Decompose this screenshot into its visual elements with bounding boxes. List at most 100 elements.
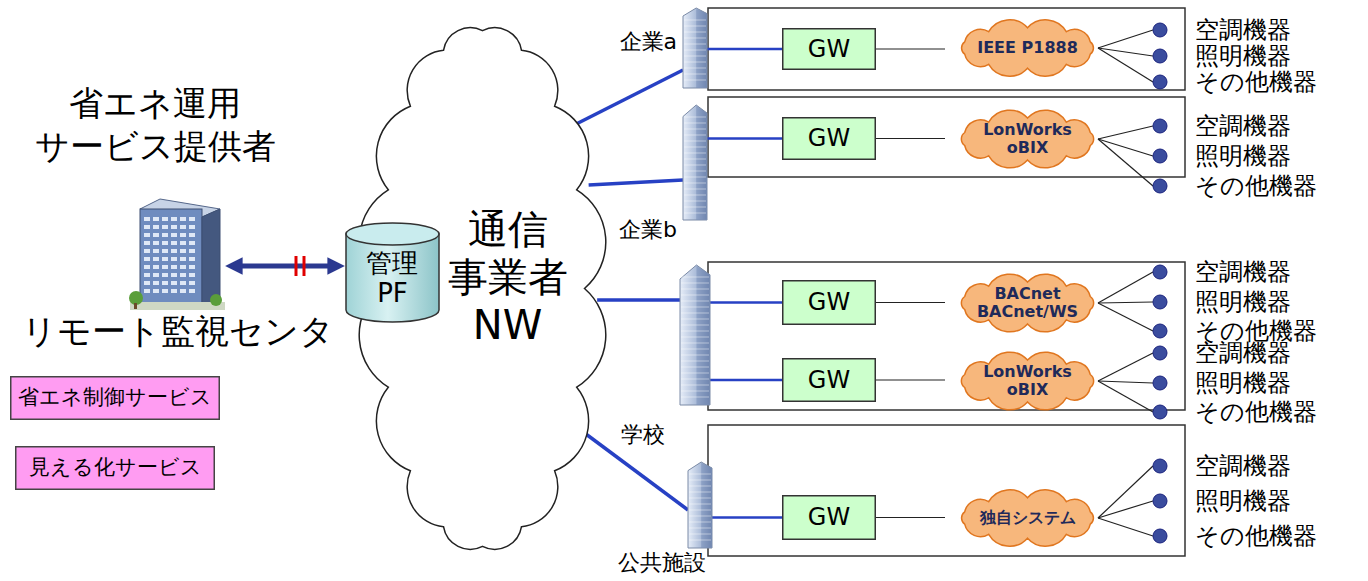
device-label: その他機器 — [1195, 319, 1317, 343]
site-building: 公共施設 — [688, 462, 712, 548]
device-dot — [1153, 494, 1167, 508]
management-platform-db: 管理 PF — [345, 222, 440, 322]
device-wire — [1098, 139, 1153, 186]
node-label: 公共施設 — [618, 552, 706, 574]
site-frame — [708, 8, 1185, 90]
protocol-cloud: 独自システム — [945, 490, 1110, 546]
connector — [589, 180, 683, 185]
gateway-box: GW — [782, 358, 876, 402]
device-dot — [1153, 49, 1167, 63]
device-dot — [1153, 324, 1167, 338]
device-wire — [1098, 302, 1153, 303]
site-building: 学校 — [680, 265, 710, 405]
tower-shape — [688, 462, 712, 548]
device-dot — [1153, 346, 1167, 360]
hq-shape — [130, 195, 225, 310]
connector — [233, 264, 337, 269]
node-label: GW — [808, 504, 850, 530]
device-label: 照明機器 — [1195, 44, 1291, 68]
device-label: その他機器 — [1195, 174, 1317, 198]
node-label: 通信 事業者 NW — [438, 205, 578, 349]
node-label: IEEE P1888 — [965, 39, 1090, 57]
device-wire — [1098, 303, 1153, 331]
gateway-box: GW — [782, 495, 876, 540]
device-dot — [1153, 459, 1167, 473]
protocol-cloud: LonWorks oBIX — [945, 110, 1110, 168]
connector — [712, 516, 782, 519]
tower-shape — [683, 8, 707, 88]
gateway-box: GW — [782, 280, 876, 325]
device-dot — [1153, 23, 1167, 37]
connector — [707, 48, 782, 51]
device-label: 照明機器 — [1195, 290, 1291, 314]
red-mark — [295, 256, 298, 276]
device-wire — [1098, 30, 1153, 48]
device-wire — [1098, 466, 1153, 518]
device-dot — [1153, 265, 1167, 279]
device-label: 空調機器 — [1195, 341, 1291, 365]
device-wire — [1098, 381, 1153, 412]
device-wire — [1098, 139, 1153, 156]
device-label: その他機器 — [1195, 524, 1317, 548]
device-label: 空調機器 — [1195, 260, 1291, 284]
service-box: 省エネ制御サービス — [10, 376, 220, 420]
device-dot — [1153, 75, 1167, 89]
device-wire — [1098, 48, 1153, 56]
connector — [597, 298, 680, 302]
connector — [710, 301, 782, 304]
node-label: 管理 PF — [363, 249, 423, 309]
device-dot — [1153, 295, 1167, 309]
site-building: 企業b — [683, 105, 707, 220]
node-caption: リモート監視センタ — [10, 313, 345, 350]
device-wire — [1098, 353, 1153, 381]
node-label: BACnet BACnet/WS — [972, 285, 1084, 322]
node-label: 学校 — [621, 423, 665, 447]
node-label: LonWorks oBIX — [978, 363, 1078, 400]
node-label: 企業a — [620, 30, 677, 54]
tower-shape — [683, 105, 707, 220]
service-box: 見える化サービス — [15, 446, 215, 490]
node-label: 省エネ運用 サービス提供者 — [0, 82, 320, 167]
device-dot — [1153, 179, 1167, 193]
tower-shape — [680, 265, 710, 405]
service-center-building: 省エネ運用 サービス提供者リモート監視センタ — [130, 195, 225, 310]
protocol-cloud: BACnet BACnet/WS — [945, 274, 1110, 332]
device-wire — [1098, 381, 1153, 383]
protocol-cloud: IEEE P1888 — [945, 20, 1110, 76]
red-mark — [303, 256, 306, 276]
device-label: 照明機器 — [1195, 371, 1291, 395]
node-label: GW — [808, 36, 850, 62]
device-dot — [1153, 405, 1167, 419]
node-label: 省エネ制御サービス — [18, 386, 212, 409]
node-label: GW — [808, 289, 850, 315]
connector — [876, 302, 945, 303]
device-label: 空調機器 — [1195, 454, 1291, 478]
device-dot — [1153, 376, 1167, 390]
device-wire — [1098, 501, 1153, 518]
connector — [876, 379, 945, 380]
node-label: GW — [808, 125, 850, 151]
connector — [876, 138, 945, 139]
connector — [707, 137, 782, 140]
node-label: GW — [808, 367, 850, 393]
device-label: 空調機器 — [1195, 18, 1291, 42]
device-wire — [1098, 272, 1153, 303]
node-label: LonWorks oBIX — [978, 121, 1078, 158]
site-frame — [708, 97, 1185, 177]
device-wire — [1098, 48, 1153, 82]
site-frame — [708, 262, 1185, 410]
device-dot — [1153, 149, 1167, 163]
device-wire — [1098, 126, 1153, 139]
gateway-box: GW — [782, 28, 876, 70]
device-label: 照明機器 — [1195, 489, 1291, 513]
device-dot — [1153, 529, 1167, 543]
node-label: 独自システム — [965, 509, 1090, 527]
device-label: 照明機器 — [1195, 144, 1291, 168]
gateway-box: GW — [782, 117, 876, 160]
device-label: その他機器 — [1195, 70, 1317, 94]
site-frame — [708, 425, 1185, 556]
device-wire — [1098, 518, 1153, 536]
